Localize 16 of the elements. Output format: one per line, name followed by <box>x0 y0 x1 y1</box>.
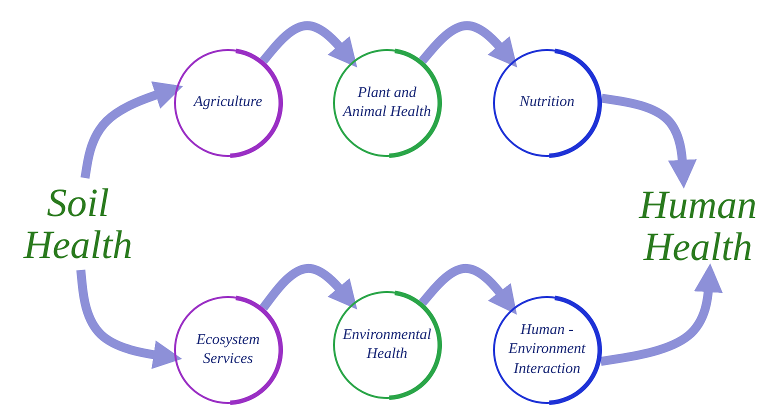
heading-text: Soil Health <box>22 182 134 266</box>
curved-arrow <box>600 263 723 366</box>
node-label: Nutrition <box>518 93 576 112</box>
curved-arrow <box>260 21 358 68</box>
curved-arrow <box>601 94 697 189</box>
curved-arrow <box>418 21 518 68</box>
node-label: Human - Environment Interaction <box>507 320 587 379</box>
curved-arrow <box>76 270 182 369</box>
node-label: Environmental Health <box>342 326 432 364</box>
curved-arrow <box>80 81 184 179</box>
node-label: Agriculture <box>192 93 264 112</box>
node-label: Ecosystem Services <box>195 330 261 369</box>
node-label: Plant and Animal Health <box>342 84 432 122</box>
curved-arrow <box>260 264 358 311</box>
curved-arrow <box>418 264 517 315</box>
heading-text: Human Health <box>638 184 758 268</box>
